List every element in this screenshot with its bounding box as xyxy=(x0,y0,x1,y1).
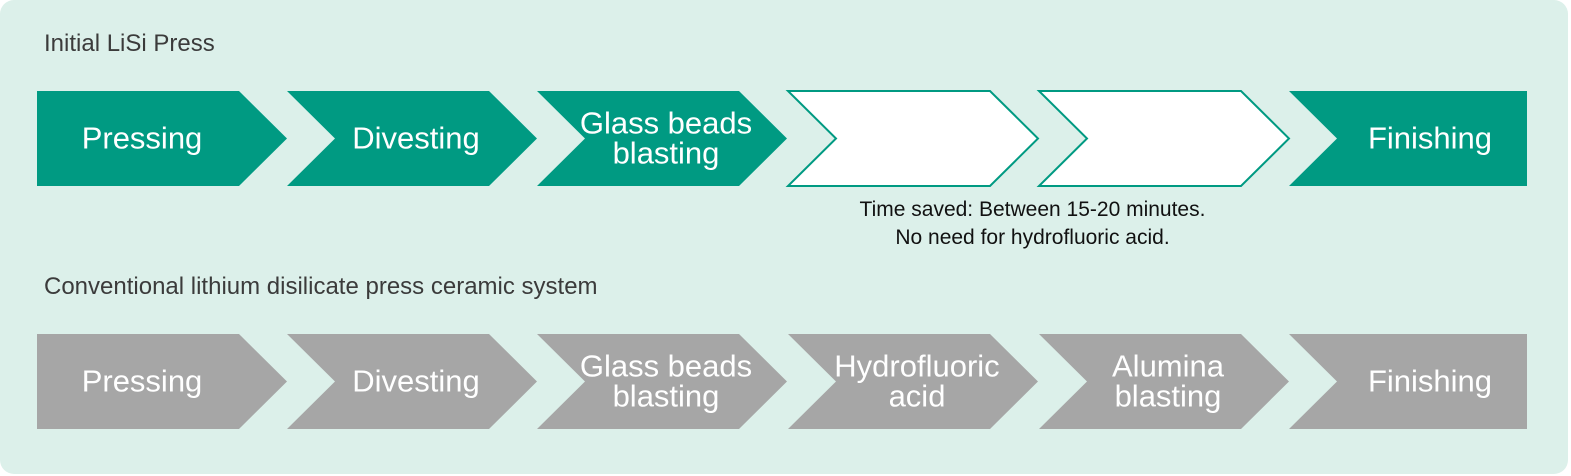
time-saved-note-line-2: No need for hydrofluoric acid. xyxy=(895,226,1170,249)
initial-step-3-label-line-2: blasting xyxy=(613,136,720,171)
conventional-step-5-label-line-2: blasting xyxy=(1115,379,1222,414)
conventional-step-6-label-line-1: Finishing xyxy=(1368,364,1492,399)
conventional-step-3-glass-beads-blasting-chevron xyxy=(537,334,787,429)
conventional-step-5-label-line-1: Alumina xyxy=(1112,349,1225,384)
conventional-step-4-label-line-2: acid xyxy=(889,379,946,414)
initial-step-2-label-line-1: Divesting xyxy=(352,121,480,156)
time-saved-note-line-1: Time saved: Between 15-20 minutes. xyxy=(859,198,1206,221)
conventional-step-6-finishing-chevron xyxy=(1289,334,1527,429)
conventional-step-3-label-line-2: blasting xyxy=(613,379,720,414)
initial-step-4-skipped-chevron xyxy=(785,90,1040,187)
conventional-section-title: Conventional lithium disilicate press ce… xyxy=(44,273,598,300)
conventional-step-5-alumina-blasting-chevron xyxy=(1039,334,1289,429)
initial-step-6-label-line-1: Finishing xyxy=(1368,121,1492,156)
conventional-step-2-label-line-1: Divesting xyxy=(352,364,480,399)
conventional-step-1-label-line-1: Pressing xyxy=(82,364,203,399)
initial-step-1-pressing-chevron xyxy=(37,91,287,186)
initial-step-1-label-line-1: Pressing xyxy=(82,121,203,156)
conventional-step-1-pressing-chevron xyxy=(37,334,287,429)
initial-step-2-divesting-chevron xyxy=(287,91,537,186)
initial-step-6-finishing-chevron xyxy=(1289,91,1527,186)
initial-step-3-glass-beads-blasting-chevron xyxy=(537,91,787,186)
initial-step-5-skipped-chevron xyxy=(1036,90,1291,187)
initial-section-title: Initial LiSi Press xyxy=(44,30,215,57)
conventional-step-3-label-line-1: Glass beads xyxy=(580,349,752,384)
conventional-step-2-divesting-chevron xyxy=(287,334,537,429)
conventional-step-4-label-line-1: Hydrofluoric xyxy=(834,349,999,384)
initial-step-3-label-line-1: Glass beads xyxy=(580,106,752,141)
conventional-step-4-hydrofluoric-acid-chevron xyxy=(788,334,1038,429)
time-saved-note: Time saved: Between 15-20 minutes. No ne… xyxy=(760,196,1305,252)
